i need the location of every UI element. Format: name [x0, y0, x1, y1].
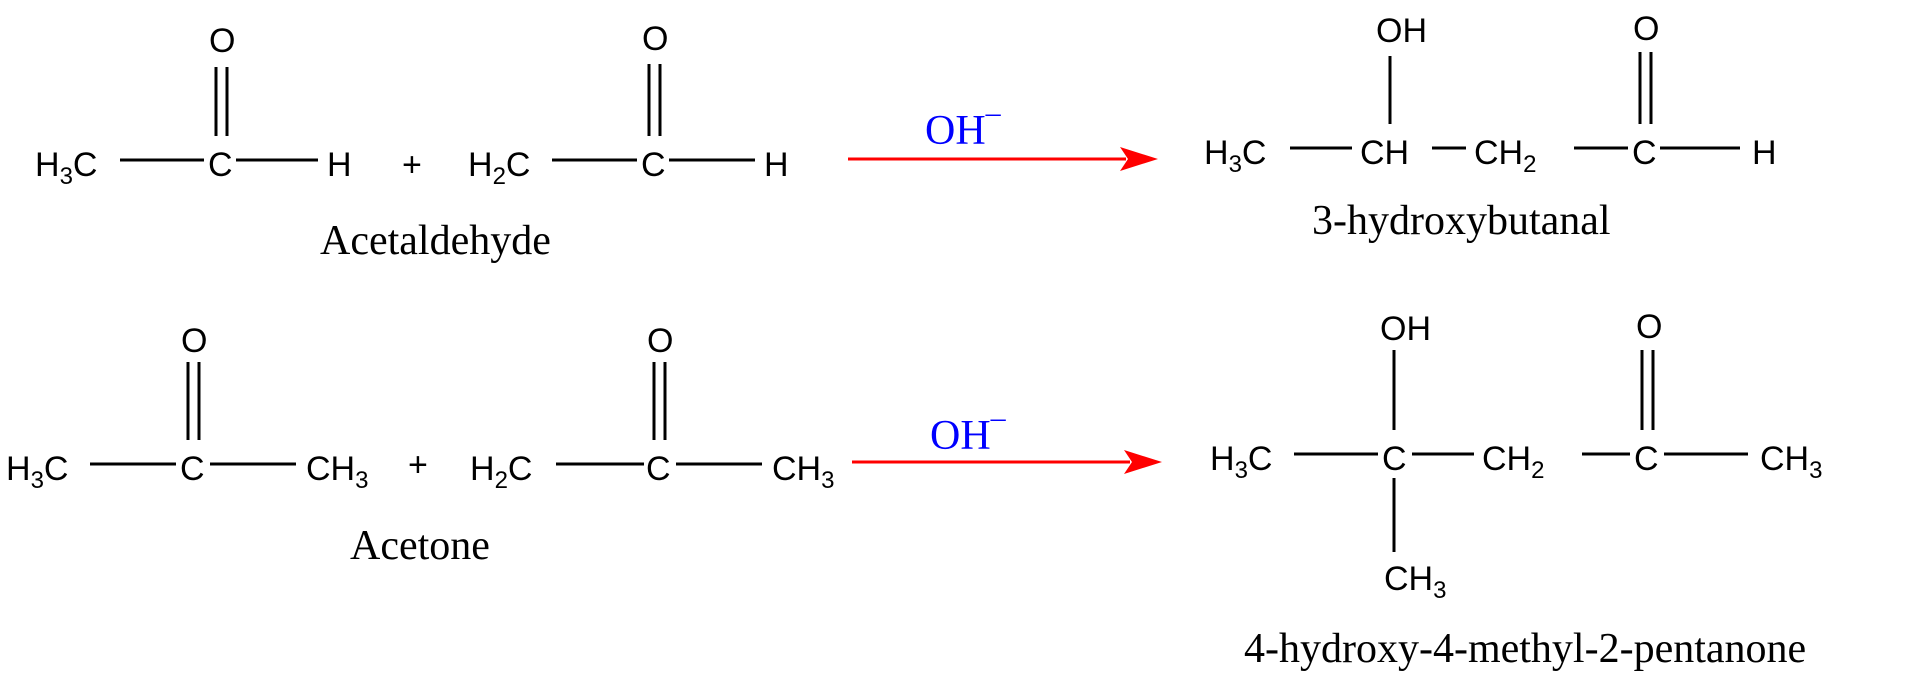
r2-product-name: 4-hydroxy-4-methyl-2-pentanone: [1244, 626, 1806, 672]
r1a-h3c-label: H3C: [35, 146, 97, 190]
r2-product: H3C C OH CH3 CH2 C O CH3: [1210, 308, 1822, 604]
r1a-oxygen-label: O: [209, 22, 235, 60]
r1-arrowhead: [1120, 147, 1158, 171]
r2-arrowhead: [1124, 450, 1162, 474]
r1p-oxygen-label: O: [1633, 10, 1659, 48]
r2-plus-sign: +: [408, 446, 428, 484]
r2p-h3c-label: H3C: [1210, 440, 1272, 484]
r2a-ch3-label: CH3: [306, 450, 368, 494]
r1p-h3c-label: H3C: [1204, 134, 1266, 178]
r2a-oxygen-label: O: [181, 322, 207, 360]
r1-plus-sign: +: [402, 146, 422, 184]
r2p-ch3-right-label: CH3: [1760, 440, 1822, 484]
reaction-1: H3C C O H + H2C C O H Acetaldehyde OH–: [35, 10, 1777, 264]
r2-reactant-a: H3C C O CH3: [6, 322, 368, 494]
r1b-hydrogen-label: H: [764, 146, 789, 184]
r2-reactant-b: H2C C O CH3: [470, 322, 834, 494]
r1b-oxygen-label: O: [642, 20, 668, 58]
r2p-ch3-bottom-label: CH3: [1384, 560, 1446, 604]
r2b-oxygen-label: O: [647, 322, 673, 360]
r1-reactant-a: H3C C O H: [35, 22, 352, 190]
r1-product-name: 3-hydroxybutanal: [1312, 198, 1611, 244]
r2a-h3c-label: H3C: [6, 450, 68, 494]
r1a-carbon-label: C: [208, 146, 233, 184]
r2b-h2c-label: H2C: [470, 450, 532, 494]
r1p-hydrogen-label: H: [1752, 134, 1777, 172]
r1-product: H3C CH OH CH2 C O H: [1204, 10, 1777, 178]
r2p-center-carbon-label: C: [1382, 440, 1407, 478]
r2p-ch2-label: CH2: [1482, 440, 1544, 484]
r2b-carbon-label: C: [646, 450, 671, 488]
r2p-oh-label: OH: [1380, 310, 1431, 348]
r2-reactant-name: Acetone: [350, 523, 490, 569]
r2p-oxygen-label: O: [1636, 308, 1662, 346]
r1p-carbon-label: C: [1632, 134, 1657, 172]
r1b-carbon-label: C: [641, 146, 666, 184]
r1p-oh-label: OH: [1376, 12, 1427, 50]
r2a-carbon-label: C: [180, 450, 205, 488]
r1-reactant-name: Acetaldehyde: [320, 218, 551, 264]
r1p-ch-label: CH: [1360, 134, 1409, 172]
r2b-ch3-label: CH3: [772, 450, 834, 494]
r1b-h2c-label: H2C: [468, 146, 530, 190]
reaction-2: H3C C O CH3 + H2C C O CH3 Acetone OH–: [6, 308, 1822, 672]
r2p-carbonyl-carbon-label: C: [1634, 440, 1659, 478]
r1a-hydrogen-label: H: [327, 146, 352, 184]
r1-catalyst: OH–: [925, 96, 1002, 154]
r1p-ch2-label: CH2: [1474, 134, 1536, 178]
r2-catalyst: OH–: [930, 401, 1007, 459]
r1-reactant-b: H2C C O H: [468, 20, 789, 190]
